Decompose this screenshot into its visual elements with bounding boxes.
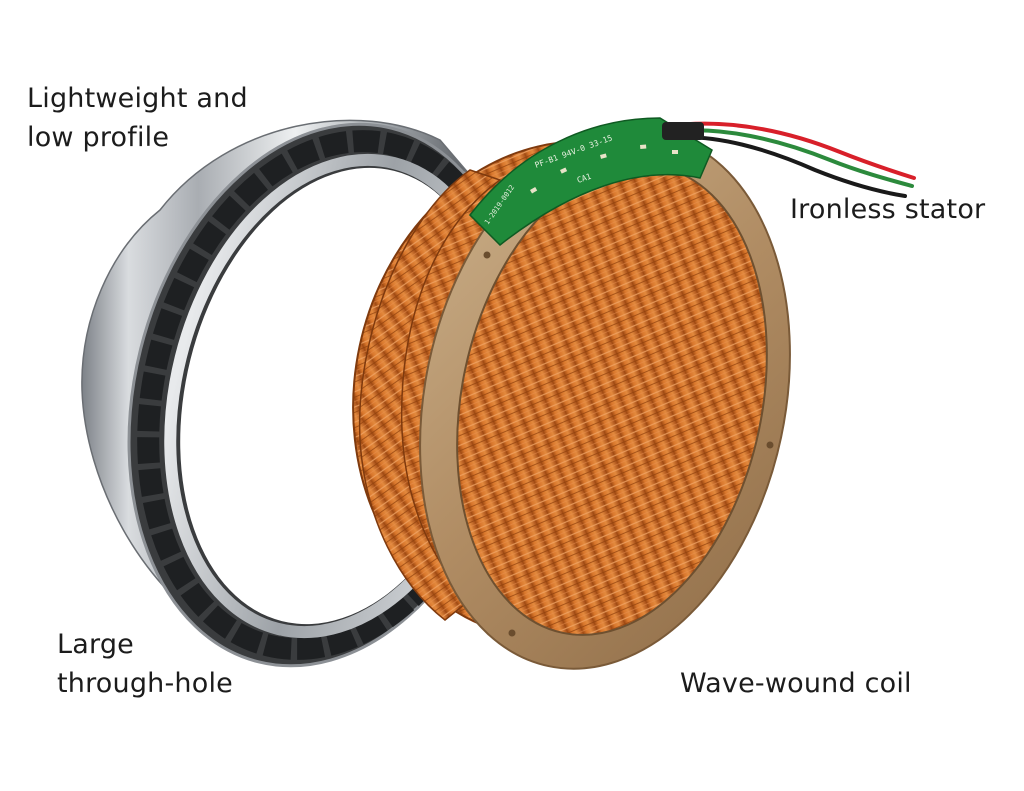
pcb-component (640, 144, 647, 149)
callout-through-hole-line1: Large (57, 629, 134, 660)
mount-hole (483, 251, 491, 259)
stator-ring (352, 130, 791, 670)
callout-lightweight: Lightweight and low profile (27, 79, 248, 157)
pcb-silkscreen-2: CA1 (576, 172, 593, 185)
mount-hole (766, 441, 774, 449)
mount-hole (508, 629, 516, 637)
pcb-component (530, 187, 538, 194)
pcb-component (672, 150, 678, 154)
wire-red (666, 121, 916, 180)
callout-wave-wound-coil: Wave-wound coil (680, 668, 912, 699)
pcb-component (560, 167, 568, 174)
pcb-component (600, 153, 607, 159)
lead-wires (662, 121, 916, 198)
callout-ironless-stator: Ironless stator (790, 194, 986, 225)
callout-lightweight-line2: low profile (27, 122, 170, 153)
callout-lightweight-line1: Lightweight and (27, 83, 248, 114)
callout-through-hole: Large through-hole (57, 625, 233, 703)
wire-green (666, 128, 914, 188)
wire-black (666, 135, 907, 198)
coil-outer-band (358, 169, 502, 621)
wire-sleeve (662, 122, 704, 140)
callout-through-hole-line2: through-hole (57, 668, 233, 699)
pcb-board (469, 117, 713, 247)
